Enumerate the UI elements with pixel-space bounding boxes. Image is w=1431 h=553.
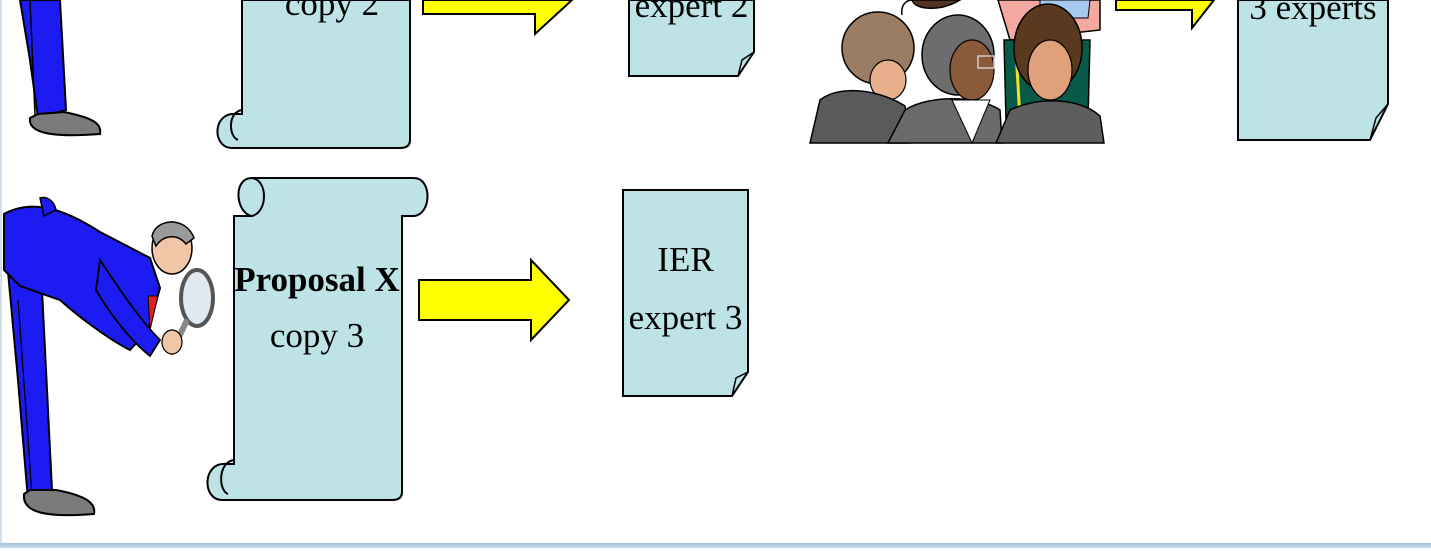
proposal-scroll-copy-2 — [216, 0, 411, 149]
arrow-row1-b — [1115, 0, 1216, 31]
ier-title-label: IER — [657, 240, 714, 279]
ier-document-expert-2 — [628, 0, 755, 77]
proposal-scroll-copy-3 — [206, 177, 429, 501]
proposal-title-label: Proposal X — [234, 260, 400, 299]
arrow-row1-a — [422, 0, 574, 37]
reviewer-magnifier-icon — [3, 196, 215, 517]
slide-left-edge — [0, 0, 2, 548]
consensus-label: 3 experts — [1249, 0, 1377, 27]
proposal-copy-2-label: copy 2 — [284, 0, 380, 23]
expert-group-icon — [809, 0, 1105, 145]
arrow-row2 — [418, 257, 571, 343]
ier-expert-3-label: expert 3 — [628, 298, 743, 337]
proposal-copy-3-label: copy 3 — [269, 316, 365, 355]
ier-expert-2-label: expert 2 — [634, 0, 749, 25]
slide-bottom-border — [0, 543, 1431, 548]
consensus-document — [1237, 0, 1389, 141]
reviewer-figure-top-icon — [18, 0, 102, 137]
ier-document-expert-3 — [622, 189, 749, 397]
